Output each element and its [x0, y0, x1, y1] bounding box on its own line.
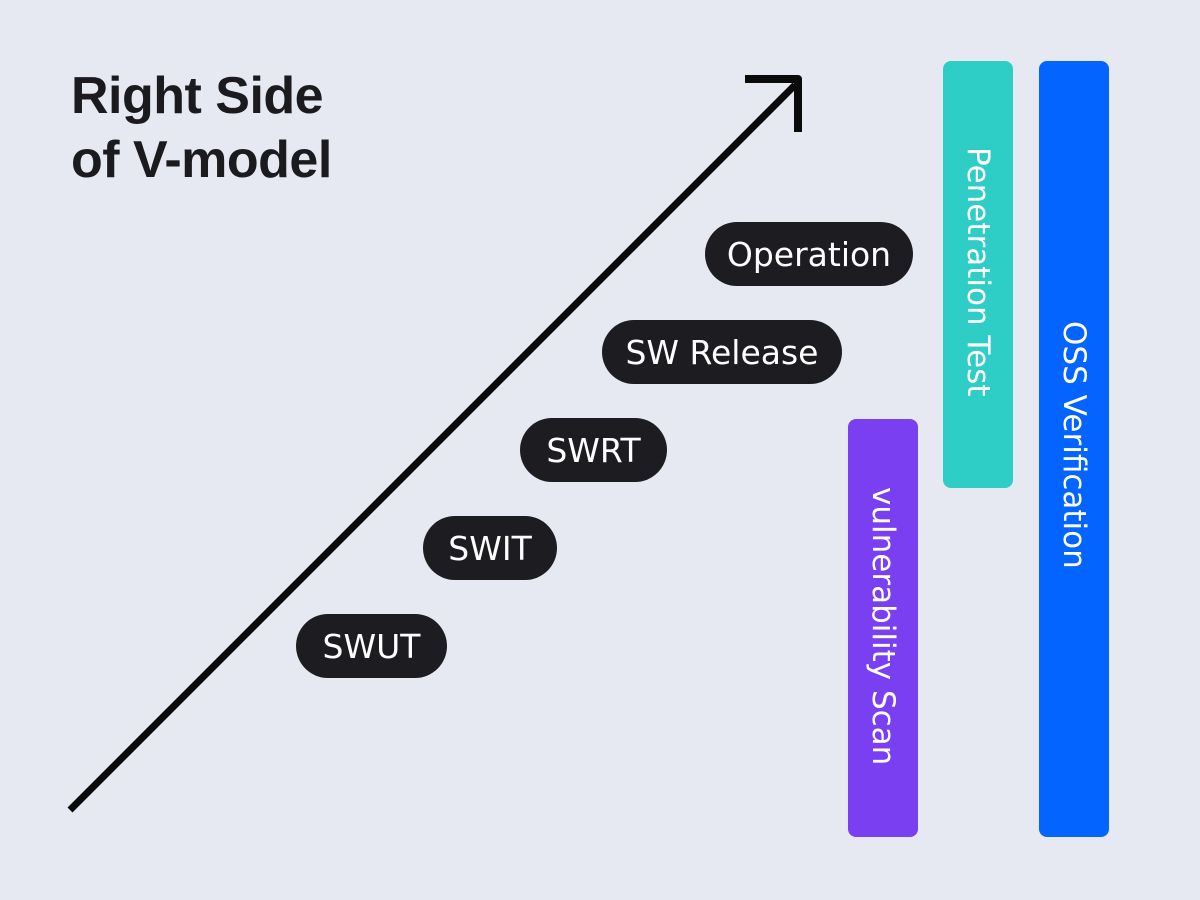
arrow-head — [745, 75, 802, 132]
stage-pill-swit: SWIT — [423, 516, 557, 580]
oss-verification-label: OSS Verification — [1056, 321, 1092, 569]
penetration-test-label: Penetration Test — [960, 147, 996, 397]
stage-label: SWIT — [448, 528, 532, 568]
vulnerability-scan-label: vulnerability Scan — [865, 487, 901, 766]
title-line-2: of V-model — [71, 131, 332, 189]
stage-pill-operation: Operation — [705, 222, 913, 286]
title-line-1: Right Side — [71, 67, 324, 125]
stage-pill-swrt: SWRT — [520, 418, 667, 482]
stage-label: Operation — [726, 234, 892, 274]
stage-label: SWRT — [546, 430, 641, 470]
stage-pill-swut: SWUT — [296, 614, 447, 678]
arrow-shaft — [67, 82, 798, 813]
oss-verification-bar: OSS Verification — [1039, 61, 1109, 837]
stage-label: SW Release — [625, 332, 819, 372]
vulnerability-scan-bar: vulnerability Scan — [848, 419, 918, 837]
stage-label: SWUT — [322, 626, 421, 666]
diagram-title: Right Side of V-model — [71, 64, 332, 192]
penetration-test-bar: Penetration Test — [943, 61, 1013, 488]
stage-pill-sw-release: SW Release — [602, 320, 842, 384]
